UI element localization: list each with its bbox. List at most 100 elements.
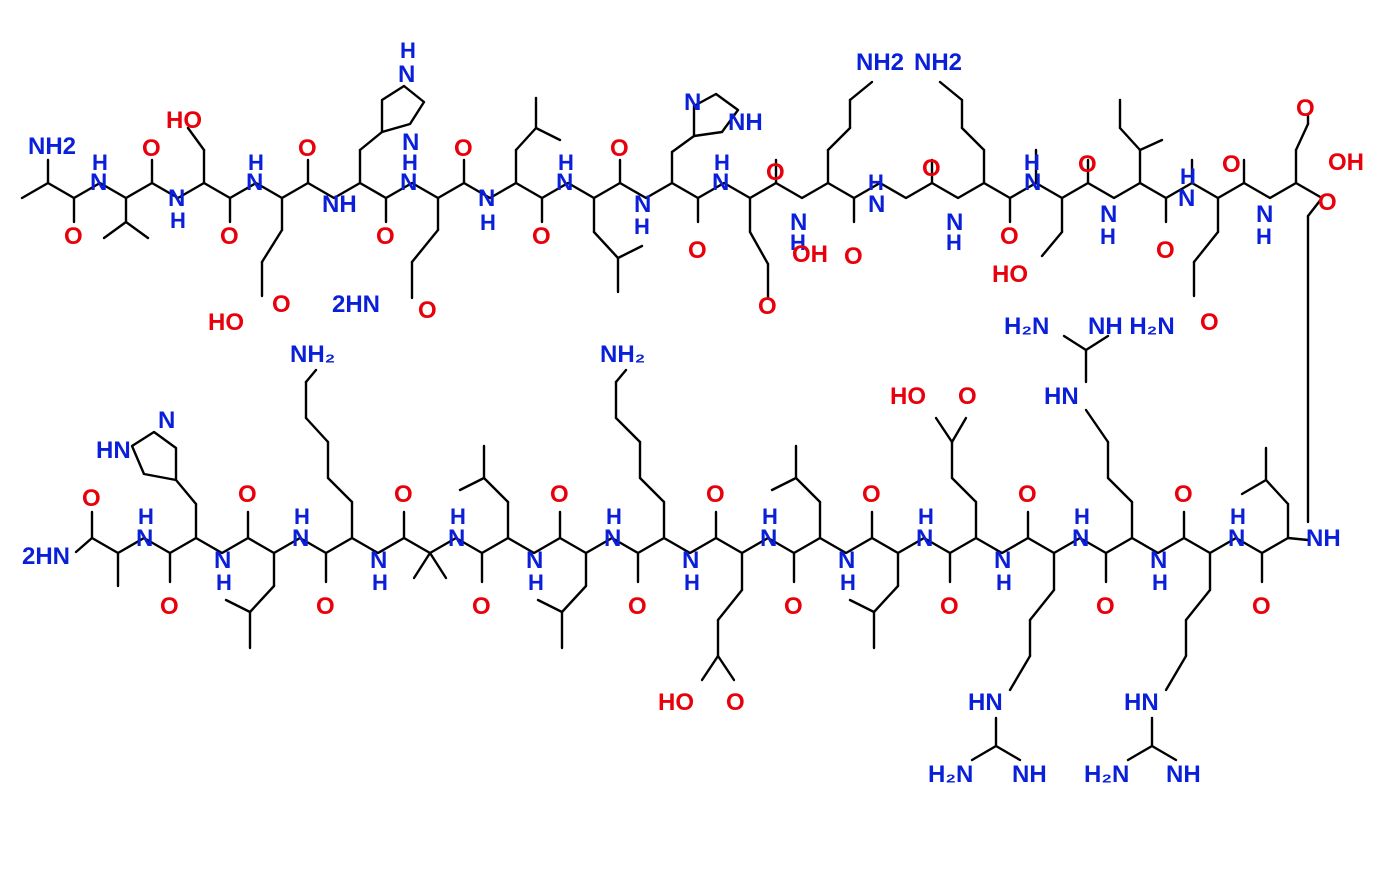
atom-label-nh: NH (1012, 761, 1047, 788)
atom-label-h: H (558, 150, 574, 175)
atom-label-n: N (246, 169, 263, 196)
atom-label-nh2: NH2 (914, 49, 962, 76)
atom-label-n: N (790, 209, 807, 236)
atom-label-n: N (136, 525, 153, 552)
bond (1184, 588, 1212, 622)
bond (1028, 588, 1056, 622)
atom-label-h: H (1152, 570, 1168, 595)
atom-label-h: H (918, 504, 934, 529)
atom-label-h: H (480, 210, 496, 235)
atom-label-h2n: H₂N (1004, 313, 1049, 340)
bond (1126, 744, 1154, 762)
atom-label-2hn: 2HN (332, 291, 380, 318)
atom-label-n: N (400, 169, 417, 196)
atom-label-n: N (760, 525, 777, 552)
atom-label-o: O (82, 485, 101, 512)
bond (410, 228, 440, 264)
atom-label-n: N (946, 209, 963, 236)
bond (186, 126, 206, 152)
bond (1264, 478, 1290, 506)
atom-label-n: N (370, 547, 387, 574)
atom-label-o: O (726, 689, 745, 716)
atom-label-h: H (868, 170, 884, 195)
atom-label-o: O (454, 135, 473, 162)
atom-label-nh2: NH₂ (600, 341, 645, 368)
atom-label-n: NH2 (28, 133, 76, 160)
bond (560, 584, 588, 614)
atom-label-o: O (1222, 151, 1241, 178)
bond (304, 416, 330, 444)
bond (616, 244, 644, 260)
top-chain-bonds (20, 80, 1324, 524)
bond (716, 654, 736, 682)
atom-label-n: N (526, 547, 543, 574)
atom-label-ho: HO (992, 261, 1028, 288)
atom-label-n: N (1178, 185, 1195, 212)
atom-label-h: H (248, 150, 264, 175)
atom-label-o: O (862, 481, 881, 508)
atom-label-n: N (712, 169, 729, 196)
bond (848, 80, 874, 102)
atom-label-o: O (940, 593, 959, 620)
bond (482, 476, 510, 504)
atom-label-n: N (402, 129, 419, 156)
atom-label-hn: HN (968, 689, 1003, 716)
atom-label-o: O (298, 135, 317, 162)
atom-label-o: O (706, 481, 725, 508)
atom-label-n: N (684, 89, 701, 116)
atom-label-o: O (142, 135, 161, 162)
atom-label-o: O (160, 593, 179, 620)
bottom-chain-labels: 2HN O HN N N H O N H O N H NH₂ O N H O N… (22, 341, 1341, 788)
atom-label-nh: NH (728, 109, 763, 136)
atom-label-h: H (634, 214, 650, 239)
atom-label-o: O (1296, 95, 1315, 122)
atom-label-h: H (840, 570, 856, 595)
bond (1192, 230, 1220, 264)
atom-label-o: O (1000, 223, 1019, 250)
bond (1008, 654, 1032, 692)
atom-label-n: N (398, 61, 415, 88)
atom-label-n: N (838, 547, 855, 574)
bond (412, 551, 432, 580)
atom-label-h2n: H₂N (1084, 761, 1129, 788)
bond (1118, 126, 1142, 152)
atom-label-ho: HO (166, 107, 202, 134)
atom-label-o: O (394, 481, 413, 508)
atom-label-o: O (1096, 593, 1115, 620)
bond (794, 476, 822, 504)
atom-label-o: O (784, 593, 803, 620)
atom-label-o: O (1318, 189, 1337, 216)
atom-label-o: O (472, 593, 491, 620)
atom-label-o: O (238, 481, 257, 508)
bond (716, 588, 744, 622)
atom-label-n: N (168, 185, 185, 212)
bond (1084, 408, 1110, 444)
bond (1294, 122, 1310, 152)
atom-label-o: O (922, 155, 941, 182)
atom-label-o: O (64, 223, 83, 250)
atom-label-h: H (790, 230, 806, 255)
atom-label-n: N (994, 547, 1011, 574)
atom-label-nh-h2n: NH H₂N (1088, 313, 1175, 340)
imidazole-ring (380, 84, 426, 134)
atom-label-h: H (1256, 224, 1272, 249)
atom-label-ho: HO (890, 383, 926, 410)
bond (358, 130, 384, 152)
atom-label-n: N (158, 407, 175, 434)
bond (1062, 334, 1088, 352)
atom-label-o: O (1078, 151, 1097, 178)
atom-label-o: O (418, 297, 437, 324)
atom-label-h: H (402, 150, 418, 175)
atom-label-h: H (1100, 224, 1116, 249)
bond (848, 598, 876, 614)
atom-label-h: H (400, 38, 416, 63)
atom-label-n: N (604, 525, 621, 552)
atom-label-o: O (376, 223, 395, 250)
bond (950, 476, 978, 504)
atom-label-h: H (216, 570, 232, 595)
bond (1106, 476, 1134, 504)
atom-label-n: N (1100, 201, 1117, 228)
bond (950, 416, 968, 444)
bond (224, 598, 252, 614)
